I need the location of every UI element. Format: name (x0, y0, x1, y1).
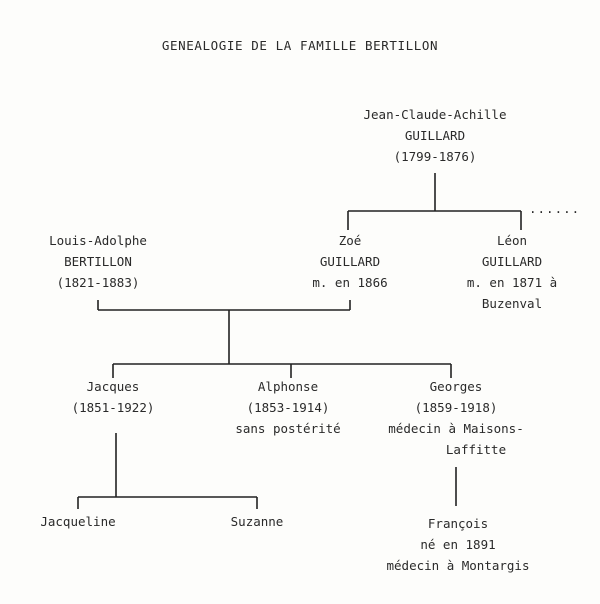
page-title: GENEALOGIE DE LA FAMILLE BERTILLON (161, 38, 439, 53)
person-place: Buzenval (481, 296, 543, 311)
person-surname: GUILLARD (319, 254, 381, 269)
person-profession: médecin à Maisons- (388, 421, 524, 436)
person-surname: GUILLARD (404, 128, 466, 143)
person-name: Jacqueline (40, 514, 116, 529)
person-name: Léon (496, 233, 528, 248)
person-dates: (1853-1914) (246, 400, 330, 415)
person-dates: (1799-1876) (393, 149, 477, 164)
person-dates: (1851-1922) (71, 400, 155, 415)
person-georges: Georges (1859-1918) médecin à Maisons- L… (366, 376, 546, 460)
person-name: Suzanne (230, 514, 284, 529)
person-profession: médecin à Montargis (386, 558, 530, 573)
person-alphonse: Alphonse (1853-1914) sans postérité (218, 376, 358, 439)
person-dates: (1821-1883) (56, 275, 140, 290)
person-surname: BERTILLON (64, 254, 132, 269)
person-dates: (1859-1918) (414, 400, 498, 415)
person-marriage: m. en 1871 à (466, 275, 558, 290)
continuation-dots: ...... (529, 201, 581, 216)
person-jacqueline: Jacqueline (28, 511, 128, 532)
person-name: Alphonse (257, 379, 319, 394)
person-zoe-guillard: Zoé GUILLARD m. en 1866 (290, 230, 410, 293)
person-jean-claude-achille-guillard: Jean-Claude-Achille GUILLARD (1799-1876) (340, 104, 530, 167)
person-name: Georges (429, 379, 483, 394)
person-leon-guillard: Léon GUILLARD m. en 1871 à Buzenval (452, 230, 572, 314)
person-note: sans postérité (235, 421, 341, 436)
person-surname: GUILLARD (481, 254, 543, 269)
person-place: Laffitte (445, 442, 507, 457)
person-name: Jacques (86, 379, 140, 394)
person-jacques: Jacques (1851-1922) (53, 376, 173, 418)
person-name: Louis-Adolphe (49, 233, 147, 248)
person-birth: né en 1891 (420, 537, 496, 552)
person-marriage: m. en 1866 (312, 275, 388, 290)
person-name: Zoé (338, 233, 362, 248)
person-francois: François né en 1891 médecin à Montargis (368, 513, 548, 576)
person-suzanne: Suzanne (217, 511, 297, 532)
person-name: François (427, 516, 489, 531)
person-louis-adolphe-bertillon: Louis-Adolphe BERTILLON (1821-1883) (28, 230, 168, 293)
person-name: Jean-Claude-Achille (363, 107, 507, 122)
